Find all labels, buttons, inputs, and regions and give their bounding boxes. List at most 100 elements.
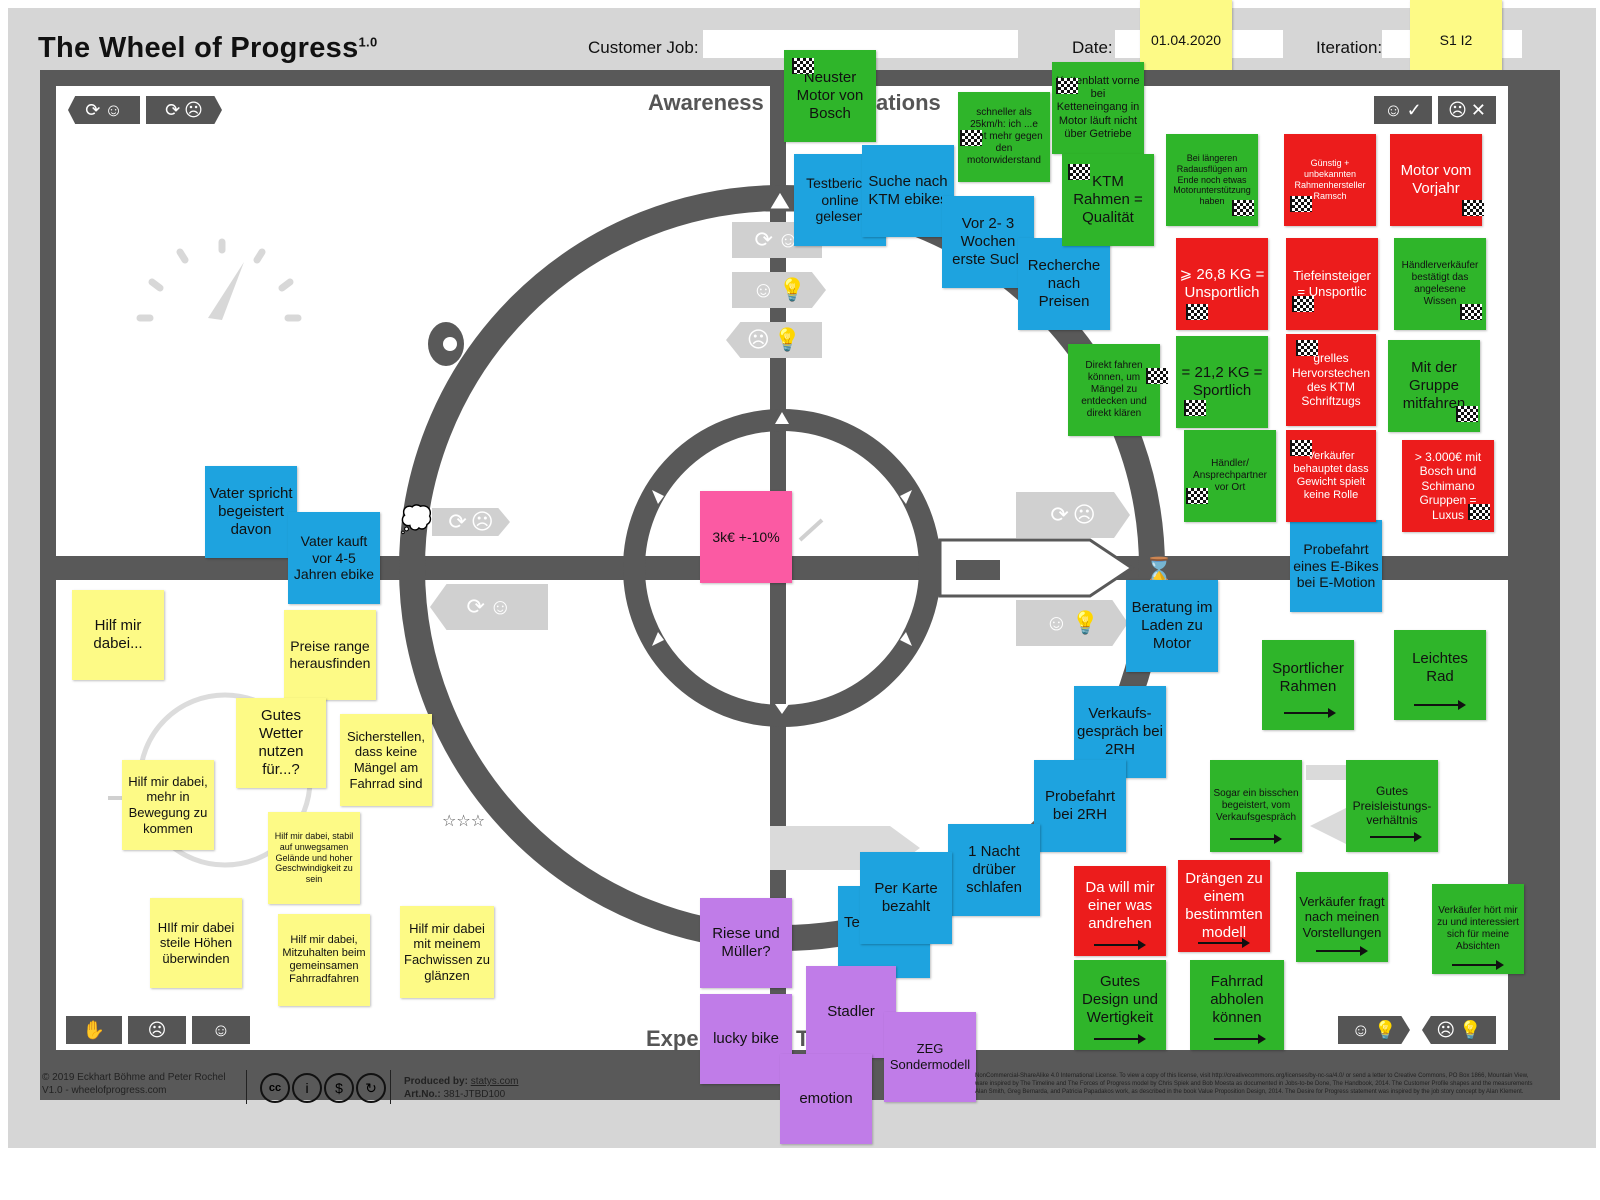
grey-tag-cycle-smile-2: ⟳☺ bbox=[430, 584, 548, 630]
expectations-label: ations bbox=[876, 90, 941, 115]
blue-note[interactable]: Recherche nach Preisen bbox=[1018, 238, 1110, 330]
red-note[interactable]: Günstig + unbekannten Rahmenhersteller R… bbox=[1284, 134, 1376, 226]
lightbulb-icon: 💡 bbox=[1459, 1019, 1482, 1040]
frown-icon: ☹ bbox=[1436, 1019, 1456, 1040]
purple-note[interactable]: ZEG Sondermodell bbox=[884, 1012, 976, 1102]
flag-icon bbox=[792, 58, 814, 74]
red-note[interactable]: ⩾ 26,8 KG = Unsportlich bbox=[1176, 238, 1268, 330]
yellow-note[interactable]: Gutes Wetter nutzen für...? bbox=[236, 698, 326, 788]
smile-tag: ☺ bbox=[192, 1016, 250, 1044]
yellow-note[interactable]: Sicherstellen, dass keine Mängel am Fahr… bbox=[340, 714, 432, 806]
green-note[interactable]: Fahrrad abholen können bbox=[1190, 960, 1284, 1050]
green-note[interactable]: schneller als 25km/h: ich ...e nicht meh… bbox=[958, 92, 1050, 182]
grey-bar-shape bbox=[1306, 765, 1356, 780]
yellow-note[interactable]: HIlf mir dabei steile Höhen überwinden bbox=[150, 898, 242, 988]
flag-icon bbox=[1068, 164, 1090, 180]
smile-icon: ☺ bbox=[776, 227, 800, 252]
cycle-icon: ⟳ bbox=[85, 99, 101, 120]
blue-note[interactable]: Per Karte bezahlt bbox=[860, 852, 952, 944]
footer-produced: Produced by: statys.com Art.No.: 381-JTB… bbox=[404, 1076, 519, 1100]
blue-note[interactable]: 1 Nacht drüber schlafen bbox=[948, 824, 1040, 916]
green-note[interactable]: Sportlicher Rahmen bbox=[1262, 640, 1354, 730]
green-note[interactable]: Direkt fahren können, um Mängel zu entde… bbox=[1068, 344, 1160, 436]
grey-tag-frown-bulb: ☹💡 bbox=[726, 322, 822, 358]
arrow-right-icon bbox=[1198, 938, 1250, 948]
frown-icon: ☹ bbox=[184, 99, 203, 120]
cycle-icon: ⟳ bbox=[165, 99, 181, 120]
iteration-label: Iteration: bbox=[1316, 38, 1383, 57]
yellow-note[interactable]: Hilf mir dabei, mehr in Bewegung zu komm… bbox=[122, 760, 214, 850]
frown-icon: ☹ bbox=[147, 1019, 167, 1040]
green-note[interactable]: Sogar ein bisschen begeistert, vom Verka… bbox=[1210, 760, 1302, 852]
yellow-note[interactable]: Hilf mir dabei, Mitzuhalten beim gemeins… bbox=[278, 914, 370, 1006]
yellow-note[interactable]: Preise range herausfinden bbox=[284, 610, 376, 700]
blue-note[interactable]: Suche nach KTM ebikes bbox=[862, 145, 954, 237]
flag-icon bbox=[1186, 304, 1208, 320]
purple-note[interactable]: emotion bbox=[780, 1054, 872, 1144]
lightbulb-icon: 💡 bbox=[1071, 610, 1099, 635]
arrow-right-icon bbox=[1414, 700, 1466, 710]
flag-icon bbox=[1232, 200, 1254, 216]
flag-icon bbox=[1296, 340, 1318, 356]
thought-bubble-icon: 💭 bbox=[400, 504, 433, 534]
page-title: The Wheel of Progress1.0 bbox=[38, 32, 378, 64]
board-divider-top bbox=[770, 86, 786, 176]
blue-note[interactable]: Vater spricht begeistert davon bbox=[205, 466, 297, 558]
yellow-note[interactable]: Hilf mir dabei, stabil auf unwegsamen Ge… bbox=[268, 812, 360, 904]
blue-note[interactable]: Probefahrt eines E-Bikes bei E-Motion bbox=[1290, 520, 1382, 612]
flag-icon bbox=[1186, 488, 1208, 504]
purple-note[interactable]: Riese und Müller? bbox=[700, 898, 792, 988]
cycle-icon: ⟳ bbox=[1050, 502, 1069, 527]
green-note[interactable]: Leichtes Rad bbox=[1394, 630, 1486, 720]
cycle-frown-tag: ⟳☹ bbox=[146, 96, 222, 124]
produced-by-link[interactable]: statys.com bbox=[470, 1076, 519, 1087]
date-label: Date: bbox=[1072, 38, 1113, 57]
red-note[interactable]: Tiefeinsteiger = Unsportlic bbox=[1286, 238, 1378, 330]
frown-icon: ☹ bbox=[1448, 99, 1467, 120]
green-note[interactable]: Gutes Design und Wertigkeit bbox=[1074, 960, 1166, 1050]
sa-icon: ↻ bbox=[356, 1073, 386, 1103]
gauge-needle bbox=[208, 262, 244, 320]
yellow-note[interactable]: Hilf mir dabei... bbox=[72, 590, 164, 680]
arrow-right-icon bbox=[1214, 1034, 1266, 1044]
green-note[interactable]: Verkäufer fragt nach meinen Vorstellunge… bbox=[1296, 872, 1388, 962]
cycle-smile-tag: ⟳☺ bbox=[68, 96, 140, 124]
footer-divider bbox=[390, 1070, 391, 1104]
green-note[interactable]: Gutes Preisleistungs-verhältnis bbox=[1346, 760, 1438, 852]
awareness-label: Awareness bbox=[648, 90, 764, 115]
red-note[interactable]: Drängen zu einem bestimmten modell bbox=[1178, 860, 1270, 952]
footer-license-text: NonCommercial-ShareAlike 4.0 Internation… bbox=[975, 1073, 1533, 1096]
flag-icon bbox=[1292, 296, 1314, 312]
center-note[interactable]: 3k€ +-10% bbox=[700, 491, 792, 583]
flag-icon bbox=[1184, 400, 1206, 416]
arrow-right-icon bbox=[1094, 940, 1146, 950]
smile-icon: ☺ bbox=[1384, 99, 1403, 120]
gauge-icon bbox=[136, 238, 302, 322]
arrow-right-icon bbox=[1284, 708, 1336, 718]
yellow-note[interactable]: Hilf mir dabei mit meinem Fachwissen zu … bbox=[400, 906, 494, 998]
red-note[interactable]: Da will mir einer was andrehen bbox=[1074, 866, 1166, 956]
hand-tag: ✋ bbox=[66, 1016, 122, 1044]
green-note[interactable]: Händler/ Ansprechpartner vor Ort bbox=[1184, 430, 1276, 522]
arrow-right-icon bbox=[1370, 832, 1422, 842]
grey-left-arrow-shape bbox=[1310, 808, 1346, 844]
grey-tag-smile-bulb: ☺💡 bbox=[732, 272, 826, 308]
hourglass-icon: ⌛ bbox=[1144, 556, 1174, 584]
blue-note[interactable]: Beratung im Laden zu Motor bbox=[1126, 580, 1218, 672]
smile-icon: ☺ bbox=[488, 594, 512, 619]
grey-tag-smile-bulb-2: ☺💡 bbox=[1016, 600, 1128, 646]
red-note[interactable]: Motor vom Vorjahr bbox=[1390, 134, 1482, 226]
smile-check-tag: ☺✓ bbox=[1374, 96, 1432, 124]
blue-note[interactable]: Vater kauft vor 4-5 Jahren ebike bbox=[288, 512, 380, 604]
green-note[interactable]: Verkäufer hört mir zu und interessiert s… bbox=[1432, 884, 1524, 974]
purple-note[interactable]: Stadler bbox=[806, 966, 896, 1058]
green-note[interactable]: Neuster Motor von Bosch bbox=[784, 50, 876, 142]
arrow-right-icon bbox=[1094, 1034, 1146, 1044]
nc-icon: $ bbox=[324, 1073, 354, 1103]
green-note[interactable]: Kettenblatt vorne bei Ketteneingang in M… bbox=[1052, 62, 1144, 154]
blue-note[interactable]: Probefahrt bei 2RH bbox=[1034, 760, 1126, 852]
arrow-right-icon bbox=[1452, 960, 1504, 970]
purple-note[interactable]: lucky bike bbox=[700, 994, 792, 1084]
smile-icon: ☺ bbox=[1045, 610, 1068, 635]
lightbulb-icon: 💡 bbox=[1373, 1019, 1397, 1040]
